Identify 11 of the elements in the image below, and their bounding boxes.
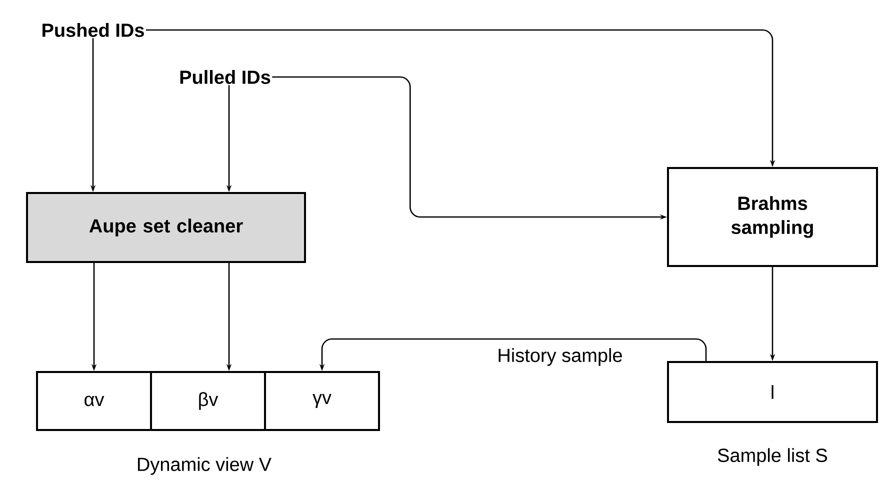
table-cell: αv bbox=[36, 371, 152, 431]
node-label: Sample list S bbox=[718, 448, 828, 466]
process-box: Brahms sampling bbox=[667, 167, 878, 267]
source-label: Pushed IDs bbox=[42, 23, 144, 37]
source-label: Pulled IDs bbox=[180, 70, 270, 84]
process-box: l bbox=[667, 361, 878, 423]
table-cell: βv bbox=[150, 371, 266, 431]
edge-label: History sample bbox=[496, 347, 624, 367]
table-cell: γv bbox=[264, 371, 380, 431]
caption: Dynamic view V bbox=[138, 457, 272, 475]
process-box: Aupe set cleaner bbox=[26, 192, 306, 263]
